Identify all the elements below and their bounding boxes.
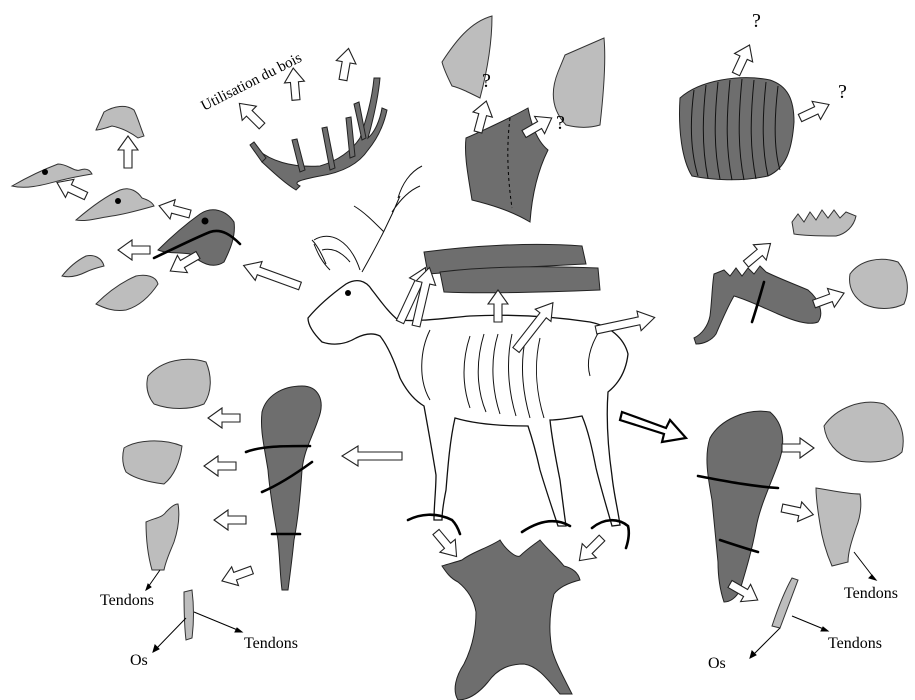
hindlimb-shape: [698, 411, 783, 602]
processing-arrow: [740, 236, 777, 272]
skull-piece-1: [96, 106, 144, 138]
antler-shape: [250, 78, 387, 190]
processing-arrow: [118, 136, 138, 168]
hide-shape: [442, 540, 580, 700]
hindlimb-piece-1: [824, 402, 903, 462]
ribcage-shape: [680, 78, 795, 180]
forelimb-piece-2: [123, 441, 182, 484]
hindlimb-piece-2: [816, 488, 861, 566]
processing-arrow: [782, 438, 814, 458]
processing-arrow: [214, 510, 246, 530]
processing-arrow: [118, 240, 150, 260]
question-mark-ribs-2: ?: [838, 81, 847, 103]
skull-piece-2: [12, 164, 92, 187]
mandible-piece-1: [62, 255, 104, 276]
forelimb-shape: [246, 386, 321, 590]
mandible-piece-2: [96, 275, 158, 310]
forelimb-piece-3: [146, 504, 179, 570]
tendons-label-4: Tendons: [828, 635, 882, 652]
question-mark-scapula-1: ?: [482, 70, 491, 92]
question-mark-ribs-1: ?: [752, 10, 761, 32]
processing-arrow: [232, 96, 269, 133]
question-mark-scapula-2: ?: [556, 112, 565, 134]
forelimb-piece-1: [147, 359, 210, 408]
hindlimb-arrow: [620, 412, 686, 442]
processing-arrow: [780, 498, 815, 524]
backstrap-piece-2: [440, 267, 600, 293]
os-label-2: Os: [708, 655, 726, 672]
teeth-piece: [792, 210, 856, 236]
deer-outline: [308, 166, 629, 548]
processing-arrow: [796, 95, 833, 127]
processing-arrow: [157, 196, 193, 224]
processing-arrow: [572, 531, 609, 568]
tendons-label-3: Tendons: [844, 585, 898, 602]
processing-arrow: [333, 47, 358, 82]
tendons-label-2: Tendons: [244, 635, 298, 652]
tendons-label-1: Tendons: [100, 592, 154, 609]
processing-arrow: [204, 456, 236, 476]
jaw-piece: [850, 259, 908, 308]
os-label-1: Os: [130, 652, 148, 669]
mandible-shape: [694, 266, 821, 344]
forelimb-piece-4: [184, 590, 194, 640]
processing-arrow: [240, 256, 303, 295]
processing-arrow: [727, 41, 759, 78]
processing-arrow: [219, 561, 256, 591]
hindlimb-piece-3: [772, 578, 798, 628]
processing-arrow: [342, 446, 402, 466]
processing-arrow: [208, 408, 240, 428]
